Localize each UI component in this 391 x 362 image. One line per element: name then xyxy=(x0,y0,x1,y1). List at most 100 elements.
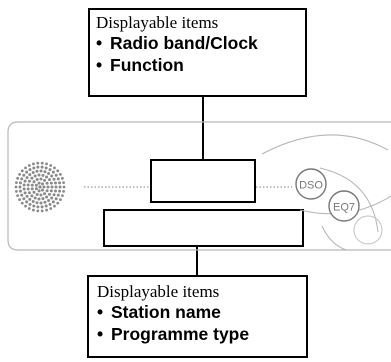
eq7-button-label: EQ7 xyxy=(333,202,355,214)
grille-dot xyxy=(20,169,24,173)
grille-dot xyxy=(35,178,39,182)
grille-dot xyxy=(43,170,47,174)
grille-dot xyxy=(31,199,35,203)
grille-dot xyxy=(26,183,30,187)
grille-dot xyxy=(43,192,47,196)
grille-dot xyxy=(28,197,32,201)
grille-dot xyxy=(24,166,27,170)
grille-dot xyxy=(53,166,56,170)
speaker-grille xyxy=(14,161,66,213)
eq7-button[interactable]: EQ7 xyxy=(328,190,360,222)
faceplate-outline xyxy=(7,121,391,251)
grille-dot xyxy=(45,175,49,179)
grille-dot xyxy=(44,166,48,170)
grille-dot xyxy=(27,164,31,167)
grille-dot xyxy=(39,193,43,197)
grille-dot xyxy=(39,169,43,173)
grille-dot xyxy=(54,185,58,189)
dso-button-label: DSO xyxy=(299,180,323,192)
decorative-arc-inner xyxy=(319,167,379,233)
upper-display-window xyxy=(150,159,256,203)
grille-dot xyxy=(32,190,36,194)
bottom-callout-item: •Programme type xyxy=(97,324,250,344)
dso-button[interactable]: DSO xyxy=(295,168,327,200)
grille-dot xyxy=(40,161,44,165)
grille-dot xyxy=(32,166,36,170)
grille-dot xyxy=(15,190,18,193)
grille-dot xyxy=(58,189,62,193)
grille-dot xyxy=(53,204,56,208)
grille-dot xyxy=(56,193,60,197)
grille-dot xyxy=(33,174,37,178)
decorative-arc-top xyxy=(261,134,389,155)
grille-dot xyxy=(25,170,29,174)
grille-dot xyxy=(16,176,20,180)
top-callout-box: Displayable items •Radio band/Clock •Fun… xyxy=(88,8,307,97)
grille-dot xyxy=(37,197,41,201)
grille-dot xyxy=(30,194,34,198)
grille-dot xyxy=(62,181,65,184)
grille-dot xyxy=(27,191,31,195)
grille-dot xyxy=(49,189,53,193)
grille-dot xyxy=(30,176,34,180)
grille-dot xyxy=(26,187,30,191)
grille-dot xyxy=(37,189,41,193)
top-callout-item-text: Radio band/Clock xyxy=(110,33,258,53)
grille-dot xyxy=(31,171,35,175)
grille-dot xyxy=(52,193,56,197)
grille-dot xyxy=(47,178,51,182)
grille-dot xyxy=(18,189,22,193)
grille-dot xyxy=(18,181,22,185)
grille-dot xyxy=(22,183,26,187)
grille-dot xyxy=(25,176,29,180)
grille-dot xyxy=(56,177,60,181)
grille-dot xyxy=(60,194,64,198)
bottom-callout-item-text: Station name xyxy=(111,302,221,322)
grille-dot xyxy=(47,171,51,175)
grille-dot xyxy=(35,201,39,205)
grille-dot xyxy=(40,182,44,186)
grille-dot xyxy=(45,208,48,212)
grille-dot xyxy=(45,195,49,199)
bottom-callout-item: •Station name xyxy=(97,302,221,322)
grille-dot xyxy=(18,198,21,202)
grille-dot xyxy=(43,200,47,204)
grille-dot xyxy=(20,193,24,197)
grille-dot xyxy=(35,169,39,173)
grille-dot xyxy=(36,205,40,209)
grille-dot xyxy=(39,177,43,181)
grille-dot xyxy=(54,181,57,185)
grille-dot xyxy=(39,201,43,205)
grille-dot xyxy=(20,177,24,181)
grille-dot xyxy=(20,201,24,205)
grille-dot xyxy=(36,209,40,213)
bottom-callout-item-text: Programme type xyxy=(111,324,250,344)
grille-dot xyxy=(34,183,38,187)
grille-dot xyxy=(49,181,53,185)
grille-dot xyxy=(22,187,26,191)
grille-dot xyxy=(50,196,54,200)
grille-dot xyxy=(36,165,40,169)
grille-dot xyxy=(32,162,35,166)
grille-dot xyxy=(27,179,31,183)
grille-dot xyxy=(38,185,42,189)
grille-dot xyxy=(58,181,62,185)
grille-dot xyxy=(45,189,49,193)
top-callout-heading: Displayable items xyxy=(96,13,219,32)
grille-dot xyxy=(34,187,38,191)
grille-dot xyxy=(40,205,44,209)
grille-dot xyxy=(16,194,20,198)
grille-dot xyxy=(49,207,53,210)
grille-dot xyxy=(52,177,56,181)
grille-dot xyxy=(45,181,49,185)
grille-dot xyxy=(30,183,34,187)
grille-dot xyxy=(36,161,40,165)
lower-display-window xyxy=(103,209,304,247)
top-callout-list: •Radio band/Clock •Function xyxy=(96,32,305,76)
grille-dot xyxy=(40,165,44,169)
grille-dot xyxy=(47,192,51,196)
grille-dot xyxy=(59,172,62,176)
grille-dot xyxy=(42,185,46,189)
grille-dot xyxy=(27,207,31,210)
